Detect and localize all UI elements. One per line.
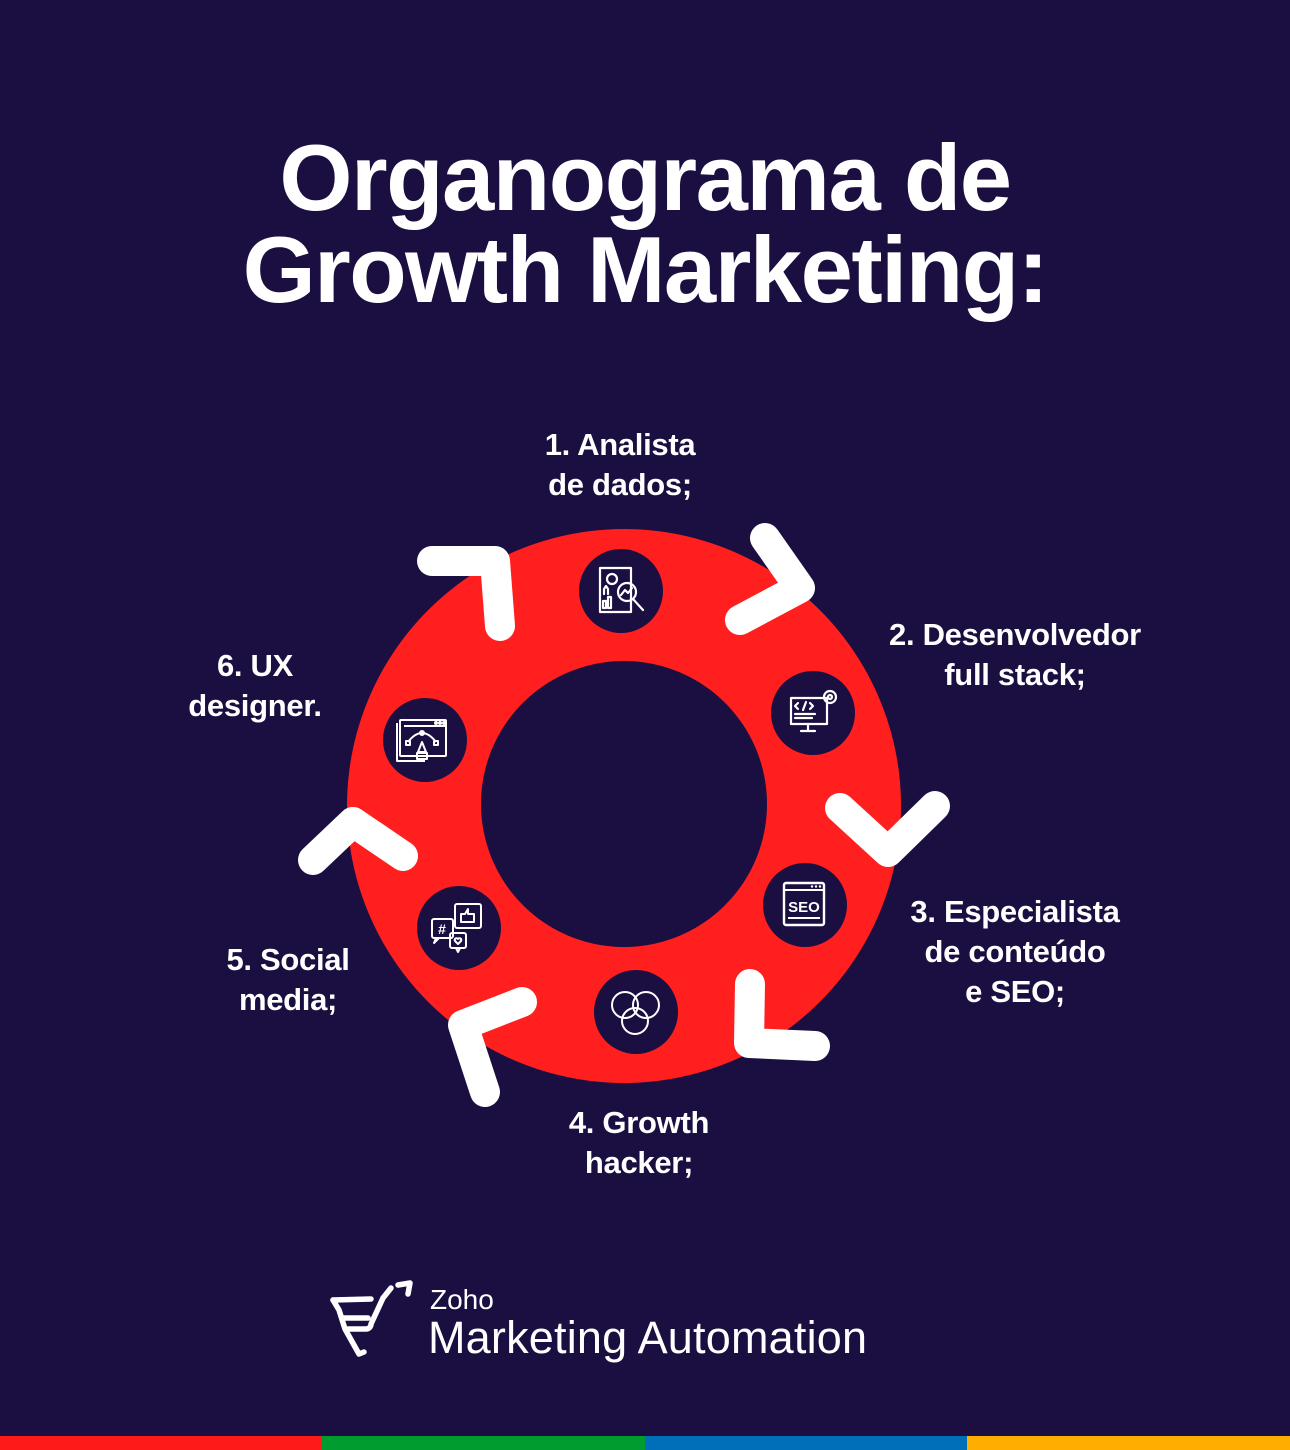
arrow-icon-5-to-6 [298, 807, 418, 875]
code-monitor-gear-icon [789, 689, 838, 733]
svg-text:#: # [438, 921, 446, 937]
arrow-icon-4-to-5 [448, 987, 537, 1107]
role-3-label: 3. Especialista de conteúdo e SEO; [910, 894, 1120, 1009]
role-5-icon-badge: # [417, 886, 501, 970]
arrow-icon-1-to-2 [725, 523, 815, 635]
stripe-blue [645, 1436, 967, 1450]
design-pen-tool-icon [396, 719, 447, 762]
data-analysis-icon [598, 566, 645, 614]
role-4-icon-badge [594, 970, 678, 1054]
stripe-green [322, 1436, 645, 1450]
venn-circles-icon [611, 991, 660, 1035]
arrow-icon-6-to-1 [417, 546, 515, 641]
title-line-1: Organograma de [279, 125, 1012, 230]
role-6-label: 6. UX designer. [188, 648, 322, 723]
role-2-label: 2. Desenvolvedor full stack; [889, 617, 1141, 692]
brand-logo: Zoho Marketing Automation [322, 1278, 962, 1368]
cycle-arrows [298, 523, 950, 1107]
svg-text:SEO: SEO [788, 899, 820, 916]
role-3-icon-badge: SEO [763, 863, 847, 947]
stripe-red [0, 1436, 322, 1450]
brand-product: Marketing Automation [428, 1312, 868, 1363]
role-4-label: 4. Growth hacker; [568, 1105, 710, 1180]
title-line-2: Growth Marketing: [242, 217, 1049, 322]
stripe-yellow [967, 1436, 1290, 1450]
zoho-marketing-automation-logo-icon [330, 1280, 413, 1357]
social-chat-bubbles-icon: # [431, 903, 482, 953]
arrow-icon-3-to-4 [734, 969, 830, 1061]
arrow-icon-2-to-3 [825, 791, 950, 867]
page-title: Organograma de Growth Marketing: [0, 125, 1290, 322]
role-1-icon-badge [579, 549, 663, 633]
role-1-label: 1. Analista de dados; [544, 427, 696, 502]
role-6-icon-badge [383, 698, 467, 782]
role-2-icon-badge [771, 671, 855, 755]
role-5-label: 5. Social media; [226, 942, 350, 1017]
brand-company: Zoho [430, 1284, 494, 1315]
seo-browser-icon: SEO [782, 881, 826, 927]
